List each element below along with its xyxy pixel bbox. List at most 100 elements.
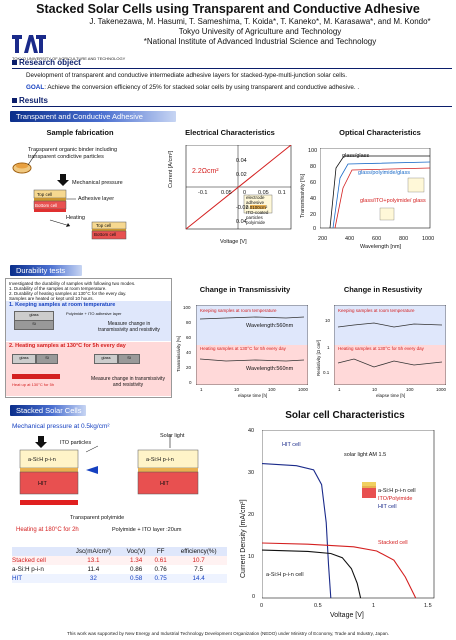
res-tick-y0: 10 bbox=[325, 318, 331, 323]
solar-chart bbox=[261, 429, 442, 602]
stacked-asi: a-Si:H p-i-n bbox=[28, 457, 56, 463]
electrical-title: Electrical Characteristics bbox=[185, 128, 275, 137]
res-tick-y2: 0.1 bbox=[323, 370, 330, 375]
trans-tick-x3: 1000 bbox=[298, 387, 309, 392]
affiliation-2: *National Institute of Advanced Industri… bbox=[143, 37, 377, 46]
trans-tick-y1: 80 bbox=[186, 320, 192, 325]
res-keep-label: Keeping samples at room temperature bbox=[338, 308, 415, 313]
goal-text: GOAL: Achieve the conversion efficiency … bbox=[26, 84, 360, 91]
series-line-2 bbox=[261, 549, 362, 599]
trans-tick-x0: 1 bbox=[200, 387, 203, 392]
optical-label-polyimide: glass/polyimide/glass bbox=[358, 170, 410, 176]
trans-tick-y2: 60 bbox=[186, 335, 192, 340]
solar-tick-y40: 40 bbox=[248, 428, 255, 434]
optical-tick-y5: 0 bbox=[313, 226, 317, 232]
trans-xlabel: elapse time [h] bbox=[238, 393, 268, 398]
fabrication-title: Sample fabrication bbox=[46, 128, 114, 137]
top-cell-label: Top cell bbox=[37, 192, 53, 197]
series-line-0 bbox=[261, 463, 332, 599]
electrical-tick-x2: 0 bbox=[243, 190, 247, 196]
stacked-hit2: HIT bbox=[160, 481, 169, 487]
trans-title: Change in Transmissivity bbox=[199, 285, 291, 294]
electrical-tick-x4: 0.1 bbox=[278, 190, 286, 196]
section-bar-adhesive: Transparent and Conductive Adhesive bbox=[10, 111, 176, 122]
optical-tick-x2: 600 bbox=[372, 236, 382, 242]
solar-label-am: solar light AM 1.5 bbox=[344, 452, 387, 458]
optical-tick-x0: 200 bbox=[318, 236, 328, 242]
trans-ylabel: Transmissivity [%] bbox=[176, 335, 181, 372]
trans-tick-y5: 0 bbox=[189, 380, 192, 385]
affiliation-1: Tokyo Univesity of Agriculture and Techn… bbox=[178, 27, 342, 36]
section-bar-durability: Durability tests bbox=[10, 265, 82, 276]
solar-title: Solar cell Characteristics bbox=[285, 410, 405, 421]
durability-panel: Investigated the durability of samples w… bbox=[5, 278, 172, 398]
solar-tick-y20: 20 bbox=[248, 512, 255, 518]
electrical-tick-y3: -0.02 bbox=[236, 205, 249, 211]
author-list: J. Takenezawa, M. Hasumi, T. Sameshima, … bbox=[89, 17, 431, 26]
stacked-solar: Solar light bbox=[160, 433, 185, 439]
trans-wavelength-1: Wavelength:560nm bbox=[246, 323, 294, 329]
electrical-tick-y2: 0.02 bbox=[236, 172, 247, 178]
section-bar-stacked: Stacked Solar Cells bbox=[10, 405, 86, 416]
results-table: Jsc(mA/cm²) Voc(V) FF efficiency(%) Stac… bbox=[12, 547, 227, 583]
authors: J. Takenezawa, M. Hasumi, T. Sameshima, … bbox=[70, 17, 450, 47]
electrical-ylabel: Current [A/cm²] bbox=[168, 150, 174, 188]
res-tick-x0: 1 bbox=[338, 387, 341, 392]
res-tick-x2: 100 bbox=[406, 387, 414, 392]
optical-tick-y4: 20 bbox=[310, 212, 317, 218]
optical-tick-x1: 400 bbox=[345, 236, 355, 242]
res-ylabel: Resistivity [Ω cm²] bbox=[316, 339, 321, 376]
optical-label-ito: glass/ITO+polyimide/ glass bbox=[360, 198, 426, 204]
research-object-heading: Research object bbox=[12, 58, 81, 69]
pressure-label: Mechanical pressure bbox=[72, 180, 123, 186]
solar-tick-x3: 1.5 bbox=[424, 603, 432, 609]
solar-tick-x2: 1 bbox=[372, 603, 376, 609]
trans-tick-y0: 100 bbox=[183, 305, 191, 310]
university-logo bbox=[12, 35, 46, 53]
fabrication-diagram bbox=[10, 138, 160, 248]
trans-wavelength-2: Wavelength:560nm bbox=[246, 366, 294, 372]
res-tick-y1: 1 bbox=[327, 345, 330, 350]
solar-label-hit2: HIT cell bbox=[378, 504, 397, 510]
electrical-tick-y1: 0.04 bbox=[236, 158, 247, 164]
bottom-cell-label: Bottom cell bbox=[35, 203, 58, 208]
solar-tick-y0: 0 bbox=[252, 594, 256, 600]
adhesive-layer-label: Adhesive layer bbox=[78, 196, 115, 202]
res-title: Change in Resustivity bbox=[343, 285, 423, 294]
optical-tick-y3: 40 bbox=[310, 196, 317, 202]
stacked-diagram bbox=[18, 432, 218, 542]
res-chart bbox=[333, 304, 447, 386]
solar-ylabel: Current Density [mA/cm²] bbox=[240, 499, 247, 578]
trans-keep-label: Keeping samples at room temperature bbox=[200, 308, 277, 313]
stacked-heating: Heating at 180°C for 2h bbox=[16, 527, 79, 533]
res-tick-x1: 10 bbox=[372, 387, 378, 392]
res-tick-x3: 1000 bbox=[436, 387, 447, 392]
bottom-cell-label-2: Bottom cell bbox=[94, 232, 117, 237]
trans-tick-y4: 20 bbox=[186, 365, 192, 370]
optical-ylabel: Transmissivity [%] bbox=[300, 173, 306, 218]
trans-tick-y3: 40 bbox=[186, 350, 192, 355]
electrical-tick-x1: 0.05 bbox=[221, 190, 232, 196]
stacked-hit: HIT bbox=[38, 481, 47, 487]
solar-tick-y30: 30 bbox=[248, 470, 255, 476]
solar-tick-x0: 0 bbox=[260, 603, 264, 609]
solar-label-asi: a-Si:H p-i-n cell bbox=[378, 488, 416, 494]
optical-tick-y1: 80 bbox=[310, 164, 317, 170]
resistance-label: 2.2Ωcm² bbox=[192, 168, 219, 175]
top-cell-label-2: Top cell bbox=[96, 223, 112, 228]
footer-acknowledgement: This work was supported by New Energy an… bbox=[67, 631, 389, 636]
solar-label-stacked: Stacked cell bbox=[378, 540, 408, 546]
solar-xlabel: Voltage [V] bbox=[330, 612, 364, 619]
electrical-tick-x0: -0.1 bbox=[198, 190, 208, 196]
stacked-pressure: Mechanical pressure at 0.5kg/cm² bbox=[12, 423, 110, 430]
optical-chart bbox=[319, 147, 442, 236]
optical-tick-y2: 60 bbox=[310, 180, 317, 186]
table-header: Jsc(mA/cm²) Voc(V) FF efficiency(%) bbox=[12, 547, 227, 556]
trans-heat-label: Heating samples at 130°C for 5h every da… bbox=[200, 346, 286, 351]
binder-label: Transparent organic binder including tra… bbox=[28, 147, 118, 160]
electrical-xlabel: Voltage [V] bbox=[220, 239, 247, 245]
solar-label-asi2: a-Si:H p-i-n cell bbox=[266, 572, 304, 578]
